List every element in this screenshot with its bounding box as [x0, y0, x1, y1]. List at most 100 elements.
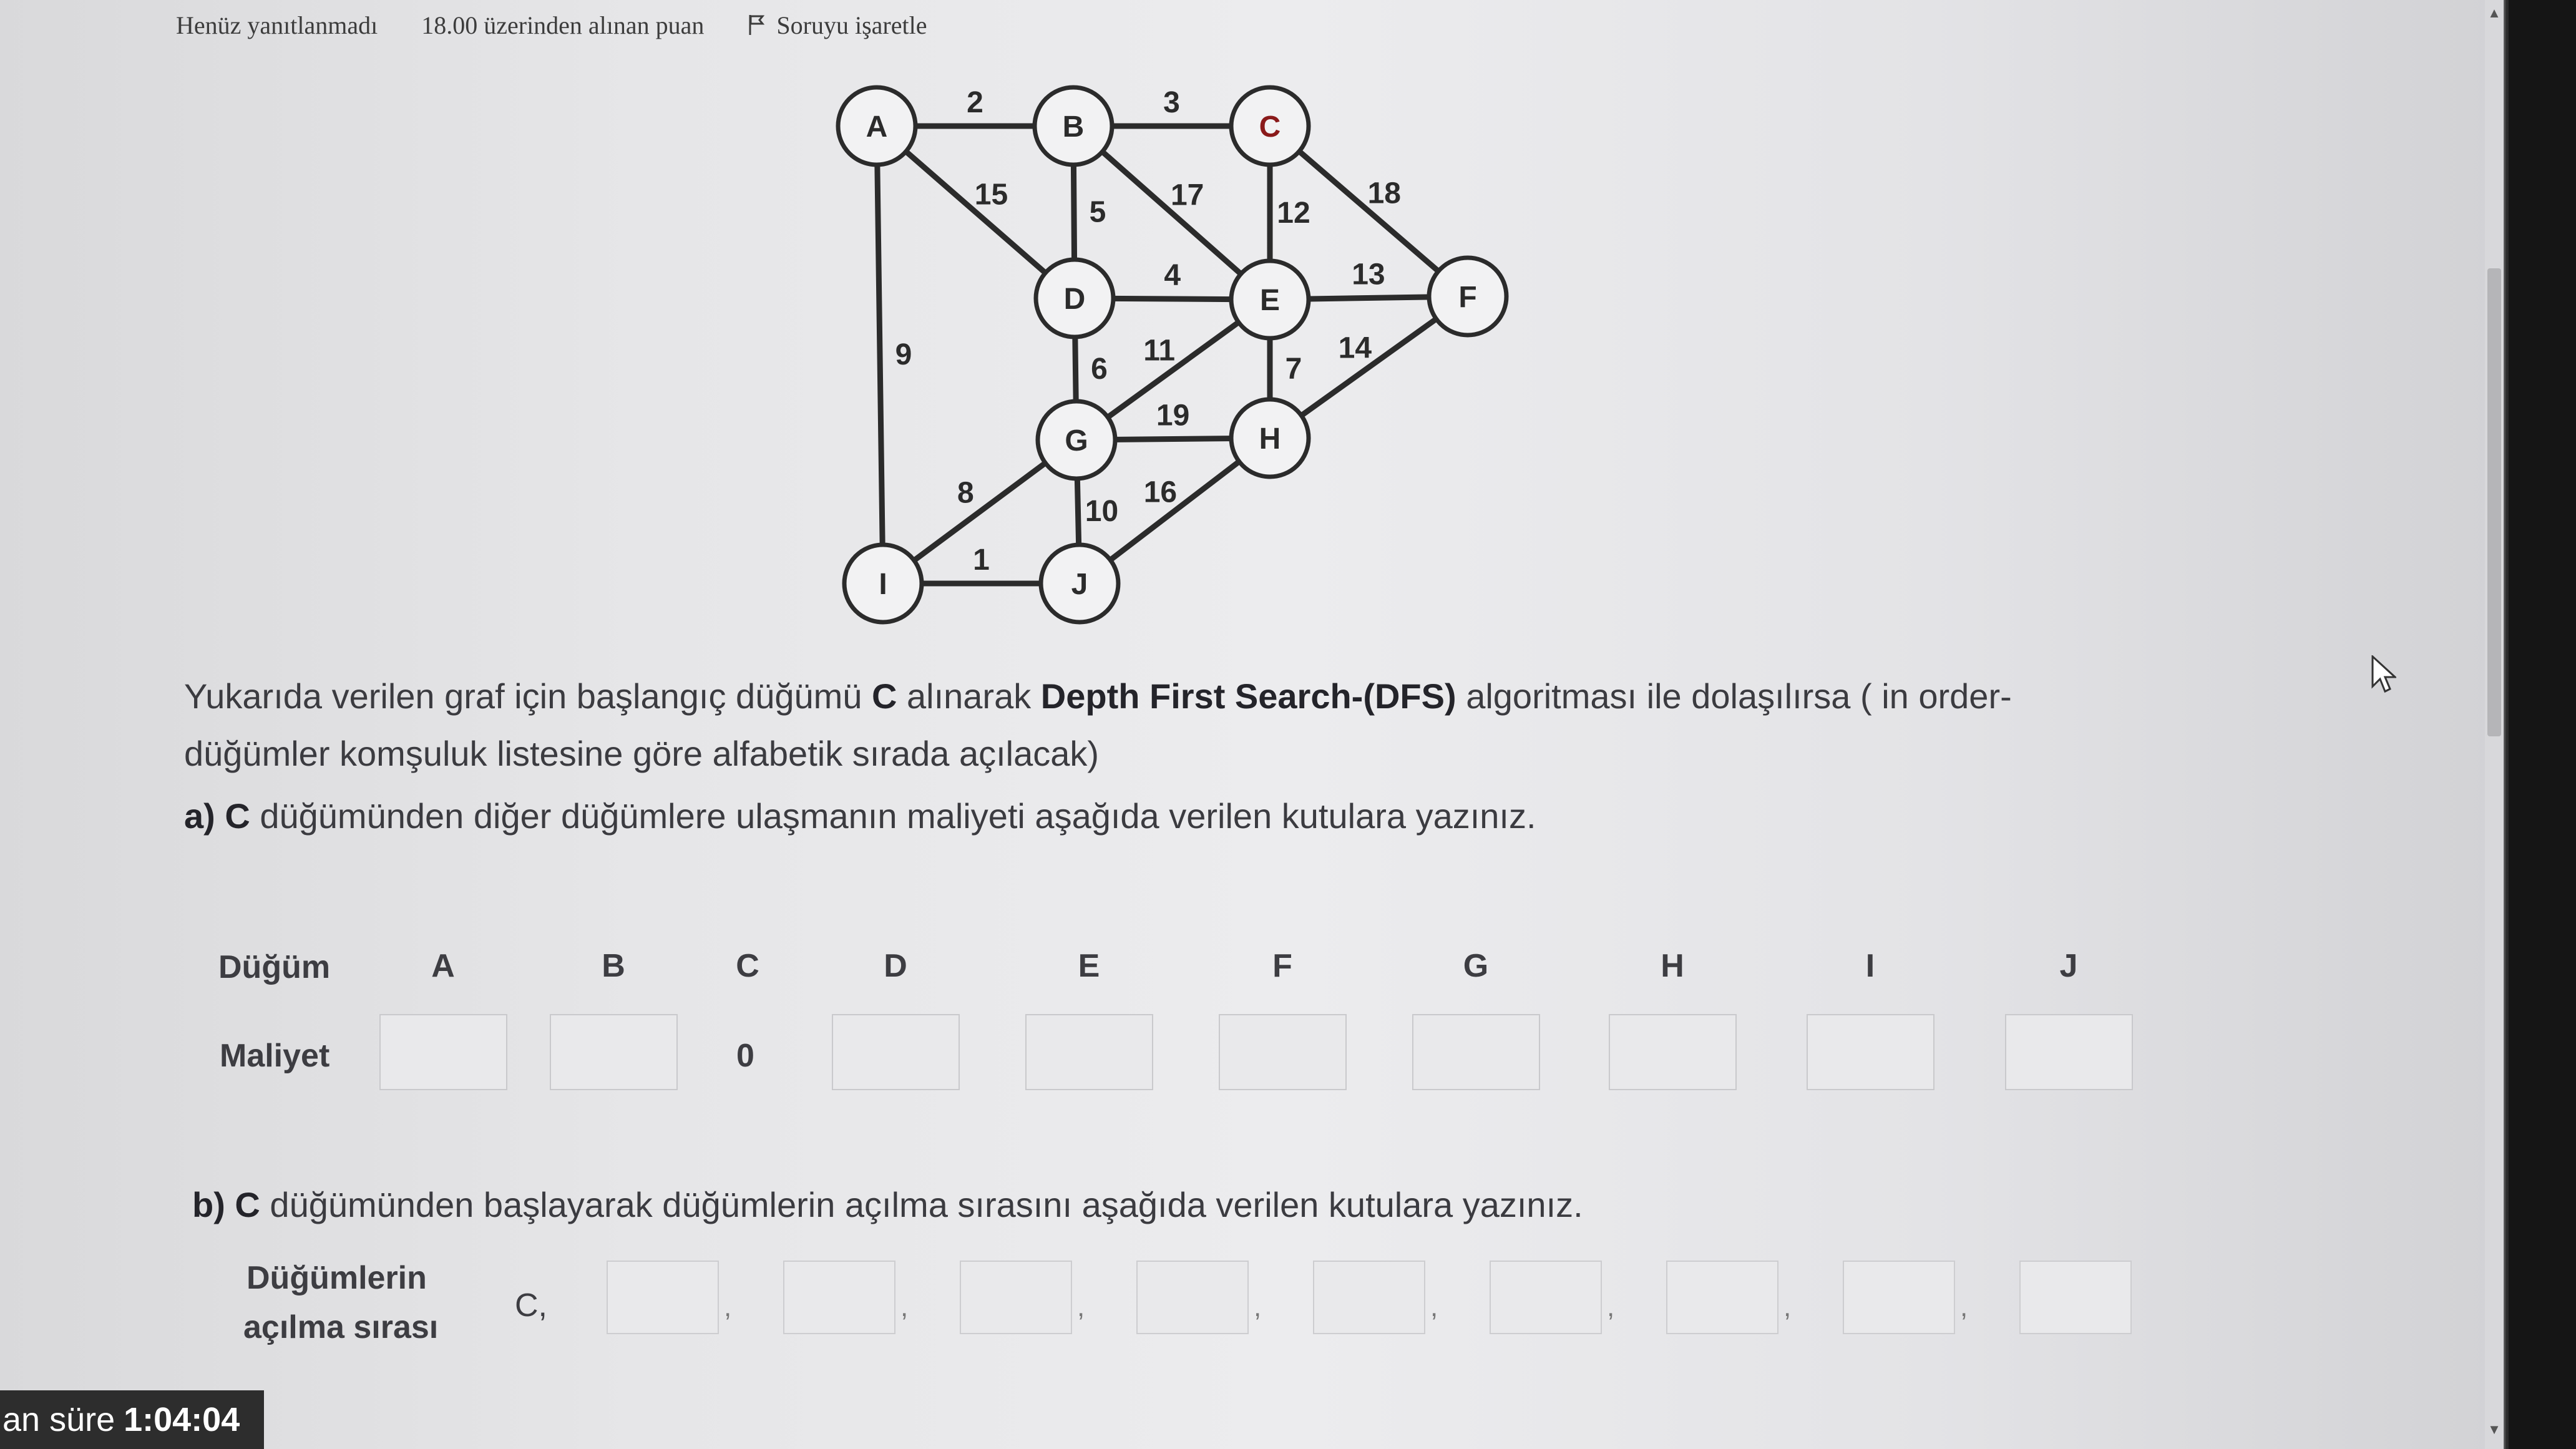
- edge-weight-label: 5: [1090, 196, 1106, 229]
- graph-node-h: H: [1229, 397, 1311, 479]
- cost-input-j[interactable]: [2005, 1014, 2133, 1090]
- cost-input-f[interactable]: [1219, 1014, 1347, 1090]
- visit-order-input[interactable]: [1843, 1261, 1955, 1334]
- cost-input-h[interactable]: [1609, 1014, 1737, 1090]
- comma-separator: ,: [724, 1292, 732, 1322]
- part-a-text: a) C düğümünden diğer düğümlere ulaşmanı…: [184, 796, 1536, 836]
- column-header-e: E: [1078, 948, 1100, 984]
- remaining-time-badge: an süre 1:04:04: [0, 1390, 264, 1449]
- flag-question-link[interactable]: Soruyu işaretle: [748, 11, 927, 40]
- graph-node-d: D: [1033, 257, 1116, 339]
- column-header-g: G: [1463, 948, 1489, 984]
- screen-bezel: [2509, 0, 2576, 1449]
- column-header-b: B: [602, 948, 625, 984]
- graph-node-f: F: [1427, 255, 1509, 338]
- visit-order-input[interactable]: [1666, 1261, 1778, 1334]
- order-label-line2: açılma sırası: [243, 1309, 439, 1345]
- graph-node-i: I: [842, 542, 924, 625]
- svg-text:B: B: [1063, 110, 1085, 144]
- visit-order-input[interactable]: [783, 1261, 895, 1334]
- graph-node-j: J: [1038, 542, 1121, 625]
- graph-node-b: B: [1032, 85, 1115, 167]
- svg-text:G: G: [1065, 424, 1088, 457]
- comma-separator: ,: [1077, 1292, 1085, 1322]
- node-row-label: Düğüm: [218, 949, 331, 985]
- comma-separator: ,: [900, 1292, 909, 1322]
- edge-weight-label: 12: [1277, 197, 1310, 230]
- edge-weight-label: 1: [973, 544, 990, 577]
- edge-weight-label: 19: [1156, 399, 1189, 432]
- svg-text:A: A: [866, 110, 888, 144]
- edge-weight-label: 11: [1143, 334, 1175, 368]
- graph-node-g: G: [1035, 399, 1118, 481]
- edge-weight-label: 10: [1085, 495, 1118, 528]
- svg-text:D: D: [1064, 283, 1086, 316]
- graph-edge: [1070, 123, 1273, 303]
- visit-order-input[interactable]: [960, 1261, 1072, 1334]
- visit-order-input[interactable]: [1136, 1261, 1249, 1334]
- visit-order-input[interactable]: [1490, 1261, 1602, 1334]
- graph-node-a: A: [836, 85, 918, 167]
- edge-weight-label: 16: [1144, 476, 1177, 509]
- edge-weight-label: 17: [1171, 179, 1204, 212]
- svg-text:I: I: [879, 568, 887, 601]
- graph-node-e: E: [1229, 258, 1311, 341]
- order-start-node: C,: [515, 1287, 547, 1324]
- column-header-i: I: [1865, 948, 1875, 984]
- cost-input-b[interactable]: [550, 1014, 678, 1090]
- edge-weight-label: 13: [1352, 258, 1385, 291]
- svg-text:F: F: [1458, 281, 1476, 314]
- cost-value-c: 0: [736, 1038, 754, 1074]
- flag-question-label: Soruyu işaretle: [776, 11, 927, 39]
- question-text: Yukarıda verilen graf için başlangıç düğ…: [184, 676, 2012, 773]
- flag-icon: [749, 15, 765, 35]
- edge-weight-label: 15: [975, 178, 1008, 211]
- scrollbar-thumb[interactable]: [2487, 268, 2501, 736]
- edge-weight-label: 3: [1163, 86, 1180, 119]
- edge-weight-label: 14: [1339, 332, 1372, 365]
- svg-text:C: C: [1259, 110, 1281, 144]
- comma-separator: ,: [1430, 1292, 1438, 1322]
- edge-weight-label: 8: [957, 476, 974, 509]
- column-header-c: C: [736, 948, 759, 984]
- svg-text:J: J: [1071, 568, 1088, 601]
- cost-input-e[interactable]: [1025, 1014, 1153, 1090]
- mouse-cursor-icon: [2371, 655, 2396, 693]
- visit-order-input[interactable]: [1313, 1261, 1425, 1334]
- graph-edge: [1267, 123, 1471, 300]
- svg-text:E: E: [1260, 284, 1280, 317]
- edge-weight-label: 9: [895, 338, 912, 371]
- column-header-d: D: [884, 948, 907, 984]
- edge-weight-label: 4: [1164, 259, 1181, 292]
- points-text: 18.00 üzerinden alınan puan: [421, 11, 705, 39]
- timer-value: 1:04:04: [124, 1401, 240, 1438]
- answer-status: Henüz yanıtlanmadı: [176, 11, 378, 39]
- graph-node-c: C: [1229, 85, 1311, 167]
- comma-separator: ,: [1960, 1292, 1968, 1322]
- svg-text:H: H: [1259, 422, 1281, 456]
- order-label-line1: Düğümlerin: [246, 1260, 427, 1296]
- scroll-down-icon[interactable]: ▼: [2487, 1422, 2501, 1437]
- part-b-text: b) C düğümünden başlayarak düğümlerin aç…: [192, 1185, 1583, 1224]
- column-header-a: A: [431, 948, 455, 984]
- edge-weight-label: 18: [1368, 177, 1401, 210]
- edge-weight-label: 6: [1091, 353, 1108, 386]
- graph-edge: [874, 123, 1078, 301]
- question-info-bar: Henüz yanıtlanmadı 18.00 üzerinden alına…: [176, 6, 927, 44]
- column-header-j: J: [2059, 948, 2078, 984]
- visit-order-input[interactable]: [607, 1261, 719, 1334]
- column-header-h: H: [1661, 948, 1684, 984]
- timer-label: an süre: [2, 1401, 115, 1438]
- edge-weight-label: 7: [1286, 353, 1302, 386]
- cost-input-d[interactable]: [832, 1014, 960, 1090]
- cost-input-g[interactable]: [1412, 1014, 1540, 1090]
- cost-input-a[interactable]: [379, 1014, 507, 1090]
- comma-separator: ,: [1607, 1292, 1615, 1322]
- scroll-up-icon[interactable]: ▲: [2487, 5, 2501, 21]
- cost-input-i[interactable]: [1807, 1014, 1934, 1090]
- visit-order-input[interactable]: [2019, 1261, 2132, 1334]
- comma-separator: ,: [1783, 1292, 1792, 1322]
- comma-separator: ,: [1254, 1292, 1262, 1322]
- cost-row-label: Maliyet: [220, 1038, 330, 1074]
